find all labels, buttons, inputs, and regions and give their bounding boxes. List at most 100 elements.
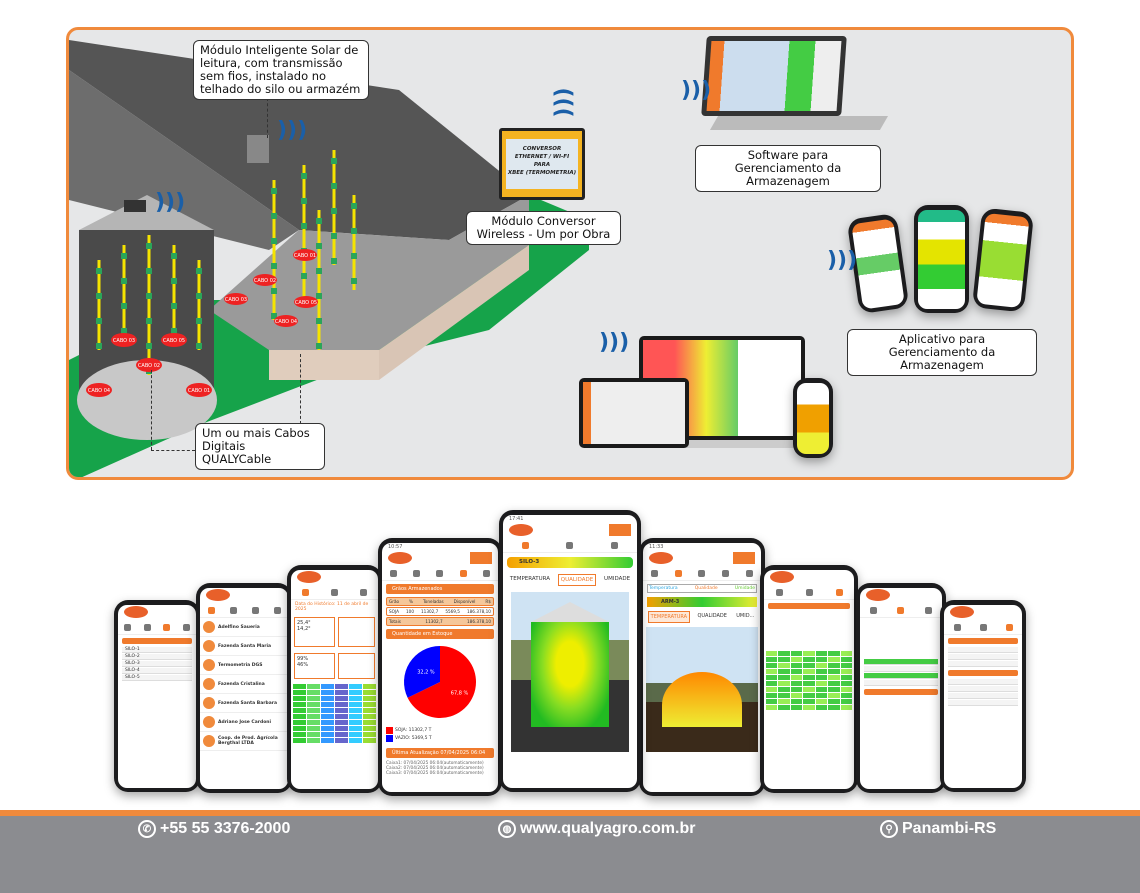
- grid-cell: [790, 687, 803, 692]
- temperature-cell: [307, 684, 320, 689]
- client-list-item[interactable]: Termometria DGS: [200, 656, 288, 675]
- footer-accent-line: [0, 810, 1140, 816]
- footer-location: ⚲Panambi-RS: [880, 820, 996, 838]
- callout-converter: Módulo Conversor Wireless - Um por Obra: [466, 211, 621, 245]
- avatar: [203, 716, 215, 728]
- sensor: [301, 273, 307, 279]
- stock-cell: 100: [405, 609, 414, 614]
- sensor: [146, 318, 152, 324]
- grid-cell: [828, 693, 840, 698]
- sensor: [121, 278, 127, 284]
- tab-arm[interactable]: UMID...: [736, 613, 755, 619]
- tab-temperatura[interactable]: TEMPERATURA: [509, 576, 550, 582]
- tab-qualidade[interactable]: QUALIDADE: [557, 574, 597, 586]
- temperature-cell: [349, 720, 362, 725]
- temperature-cell: [307, 726, 320, 731]
- grid-cell: [815, 657, 828, 662]
- client-name: Fazenda Santa Maria: [218, 643, 272, 649]
- temperature-cell: [293, 726, 306, 731]
- pie-legend-item: SOJA: 11302,7 T: [386, 727, 494, 734]
- sensor: [301, 223, 307, 229]
- stock-cell: Grão: [389, 599, 400, 604]
- filter-option[interactable]: Umidade: [734, 586, 755, 591]
- filter-option[interactable]: Qualidade: [694, 586, 718, 591]
- cable-label: CABO 05: [295, 300, 317, 306]
- silo-selector[interactable]: SILO-3: [507, 557, 633, 568]
- humidity-max: 99%: [297, 656, 309, 662]
- update-line: Caixa1: 07/04/2025 06:04(automaticamente…: [386, 761, 484, 766]
- silo-list-item[interactable]: SILO-4: [122, 668, 192, 674]
- client-list-item[interactable]: Fazenda Santa Maria: [200, 637, 288, 656]
- client-list-item[interactable]: Fazenda Cristalina: [200, 675, 288, 694]
- temperature-cell: [307, 732, 320, 737]
- tab-umidade[interactable]: UMIDADE: [604, 576, 631, 582]
- sensor: [146, 343, 152, 349]
- cable-label-badge: [161, 333, 187, 347]
- sensor: [146, 243, 152, 249]
- grid-cell: [840, 705, 852, 710]
- silo-heatmap: [511, 592, 629, 752]
- client-name: Fazenda Cristalina: [218, 681, 265, 687]
- sensor: [331, 258, 337, 264]
- temperature-cell: [307, 738, 320, 743]
- silo-list-item[interactable]: SILO-3: [122, 661, 192, 667]
- grid-cell: [766, 675, 778, 680]
- section-grains[interactable]: Grãos Armazenados: [386, 584, 494, 594]
- silo-list-item[interactable]: SILO-2: [122, 654, 192, 660]
- silo-list-item[interactable]: SILO-1: [122, 647, 192, 653]
- warehouse-heatmap: [646, 627, 758, 752]
- temperature-cell: [321, 714, 334, 719]
- wifi-icon: ))): [681, 78, 712, 103]
- solar-module-warehouse: [247, 135, 269, 163]
- cable-label: CABO 01: [188, 388, 210, 394]
- connector-line: [300, 354, 301, 424]
- temperature-cell: [307, 696, 320, 701]
- pie-legend-item: VAZIO: 5369,5 T: [386, 735, 494, 742]
- temperature-cell: [349, 690, 362, 695]
- cable-label-badge: [136, 358, 162, 372]
- filter-option[interactable]: Temperatura: [649, 586, 678, 591]
- footer-phone[interactable]: ✆+55 55 3376-2000: [138, 820, 290, 838]
- warehouse-selector[interactable]: ARM-3: [647, 597, 757, 607]
- temperature-cell: [349, 714, 362, 719]
- footer-website[interactable]: ◍www.qualyagro.com.br: [498, 820, 695, 838]
- grid-cell: [766, 669, 778, 674]
- temperature-cell: [321, 684, 334, 689]
- cable-label: CABO 03: [113, 338, 135, 344]
- temperature-cell: [321, 702, 334, 707]
- tab-arm[interactable]: QUALIDADE: [697, 613, 727, 619]
- cable-label-badge: [274, 315, 298, 327]
- grid-cell: [828, 675, 840, 680]
- client-list-item[interactable]: Adelfino Saueria: [200, 618, 288, 637]
- client-list-item[interactable]: Adriano Jose Cardoni: [200, 713, 288, 732]
- tab-arm[interactable]: TEMPERATURA: [647, 611, 691, 623]
- avatar: [203, 659, 215, 671]
- wifi-icon: ))): [599, 330, 630, 355]
- grid-cell: [790, 675, 803, 680]
- section-stock[interactable]: Quantidade em Estoque: [386, 629, 494, 639]
- silo-list-item[interactable]: SILO-5: [122, 675, 192, 681]
- avatar: [203, 678, 215, 690]
- humidity-min: 46%: [297, 662, 309, 668]
- client-list-item[interactable]: Fazenda Santa Barbara: [200, 694, 288, 713]
- section-last-update[interactable]: Última Atualização 07/04/2025 06:04: [386, 748, 494, 758]
- grid-cell: [778, 699, 790, 704]
- globe-icon: ◍: [498, 820, 516, 838]
- temperature-cell: [293, 702, 306, 707]
- grid-cell: [778, 663, 790, 668]
- sensor: [171, 278, 177, 284]
- cable-label: CABO 01: [294, 253, 316, 259]
- stock-cell: Disponível: [453, 599, 476, 604]
- sensor: [96, 268, 102, 274]
- avatar: [203, 621, 215, 633]
- client-list-item[interactable]: Coop. de Prod. Agrícola Bergthal LTDA: [200, 732, 288, 751]
- sensor: [271, 288, 277, 294]
- connector-line: [151, 450, 195, 451]
- grid-cell: [803, 699, 815, 704]
- sensor: [171, 328, 177, 334]
- stock-cell: 5569,5: [445, 609, 460, 614]
